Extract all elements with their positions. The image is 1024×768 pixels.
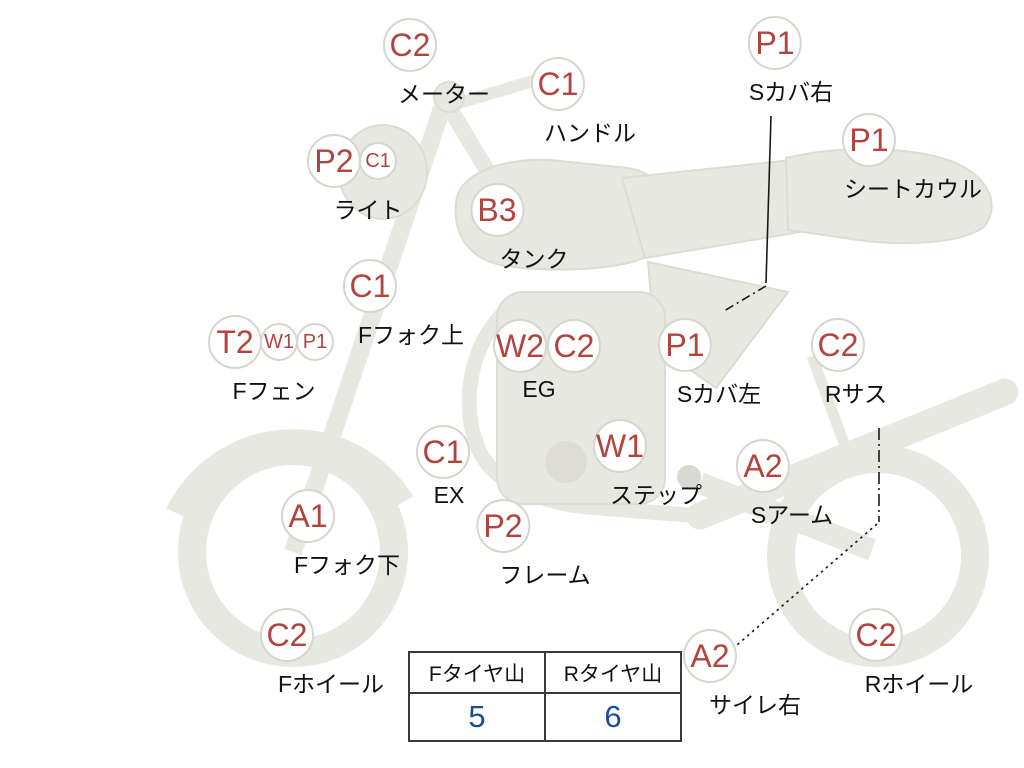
badge-row: P2 C1 xyxy=(307,134,397,188)
condition-code-badge: C2 xyxy=(811,318,865,372)
condition-code-badge: P1 xyxy=(748,16,802,70)
part-label: Sアーム xyxy=(750,502,834,528)
label-group-front-fender: T2 W1 P1 Fフェン xyxy=(208,315,334,406)
leader-silencer-dotted xyxy=(736,523,878,646)
label-group-meter: C2 メーター xyxy=(364,18,490,109)
part-label: フレーム xyxy=(499,562,591,588)
condition-code-badge: C2 xyxy=(260,608,314,662)
label-group-frame: P2 フレーム xyxy=(457,499,591,590)
badge-row: C2 xyxy=(383,18,437,72)
part-label: Rホイール xyxy=(864,671,974,697)
condition-code-badge: C2 xyxy=(547,319,601,373)
label-group-front-fork-upper: C1 Fフォク上 xyxy=(317,259,464,350)
badge-row: C2 xyxy=(849,608,903,662)
condition-code-badge: C2 xyxy=(383,18,437,72)
badge-row: C2 xyxy=(811,318,865,372)
badge-row: W2 C2 xyxy=(493,319,601,373)
condition-code-badge: C2 xyxy=(849,608,903,662)
label-group-front-wheel: C2 Fホイール xyxy=(234,608,384,699)
label-group-front-fork-lower: A1 Fフォク下 xyxy=(255,489,400,580)
part-label: ハンドル xyxy=(544,120,636,146)
label-group-headlight: P2 C1 ライト xyxy=(307,134,403,225)
leader-side-cover-right-dashdot xyxy=(723,285,767,312)
part-label: シートカウル xyxy=(844,176,982,202)
label-group-side-cover-right: P1 Sカバ右 xyxy=(733,16,833,107)
label-group-side-cover-left: P1 Sカバ左 xyxy=(643,318,761,409)
condition-code-badge: P2 xyxy=(307,134,361,188)
label-group-step: W1 ステップ xyxy=(574,419,702,510)
badge-row: A2 xyxy=(683,629,737,683)
step-peg-shape xyxy=(677,465,701,489)
condition-code-badge: W2 xyxy=(493,319,547,373)
condition-code-badge: A2 xyxy=(683,629,737,683)
badge-row: B3 xyxy=(470,183,524,237)
condition-code-badge: B3 xyxy=(470,183,524,237)
condition-code-badge: T2 xyxy=(208,315,262,369)
part-label: Fホイール xyxy=(277,671,385,697)
badge-row: P1 xyxy=(658,318,712,372)
part-label: タンク xyxy=(499,246,569,272)
muffler-shape xyxy=(686,378,1019,530)
condition-code-badge: P1 xyxy=(296,323,334,361)
part-label: メーター xyxy=(398,81,490,107)
condition-code-badge: P1 xyxy=(658,318,712,372)
badge-row: C1 xyxy=(416,425,470,479)
front-tire-tread-header: Fタイヤ山 xyxy=(408,651,546,694)
rear-tire-tread-value: 6 xyxy=(544,692,682,742)
leader-lines xyxy=(723,115,880,646)
badge-row: C1 xyxy=(531,57,585,111)
part-label: Rサス xyxy=(824,381,888,407)
part-label: EG xyxy=(522,376,556,402)
badge-row: P1 xyxy=(748,16,802,70)
label-group-exhaust: C1 EX xyxy=(416,425,470,509)
badge-row: P1 xyxy=(842,113,896,167)
badge-row: C1 xyxy=(343,259,397,313)
label-group-seat-cowl: P1 シートカウル xyxy=(800,113,982,204)
front-tire-tread-value: 5 xyxy=(408,692,546,742)
label-group-rear-suspension: C2 Rサス xyxy=(807,318,887,409)
part-label: EX xyxy=(433,482,465,508)
part-label: サイレ右 xyxy=(709,692,801,718)
front-fender-shape xyxy=(166,429,414,520)
badge-row: T2 W1 P1 xyxy=(208,315,334,369)
tire-tread-table: Fタイヤ山 Rタイヤ山 5 6 xyxy=(408,651,682,742)
part-label: Fフォク下 xyxy=(293,552,401,578)
condition-code-badge: C1 xyxy=(416,425,470,479)
part-label: ステップ xyxy=(610,482,702,508)
condition-code-badge: A2 xyxy=(736,439,790,493)
part-label: Sカバ右 xyxy=(748,79,834,105)
engine-cover-shape xyxy=(545,441,587,483)
rear-shock-shape xyxy=(806,354,856,462)
part-label: Sカバ左 xyxy=(676,381,762,407)
leader-side-cover-right-solid xyxy=(765,115,772,284)
part-label: Fフォク上 xyxy=(357,322,465,348)
condition-code-badge: A1 xyxy=(281,489,335,543)
condition-code-badge: P2 xyxy=(476,499,530,553)
part-label: ライト xyxy=(333,197,403,223)
meter-shape xyxy=(433,81,465,113)
tire-table-header-row: Fタイヤ山 Rタイヤ山 xyxy=(408,651,682,694)
condition-code-badge: C1 xyxy=(531,57,585,111)
label-group-rear-wheel: C2 Rホイール xyxy=(822,608,973,699)
badge-row: W1 xyxy=(593,419,647,473)
condition-code-badge: W1 xyxy=(593,419,647,473)
condition-code-badge: W1 xyxy=(260,323,298,361)
condition-code-badge: C1 xyxy=(343,259,397,313)
tire-table-value-row: 5 6 xyxy=(408,692,682,742)
badge-row: A1 xyxy=(281,489,335,543)
label-group-silencer-right: A2 サイレ右 xyxy=(664,629,801,720)
seat-shape xyxy=(620,158,802,260)
badge-row: P2 xyxy=(476,499,530,553)
badge-row: C2 xyxy=(260,608,314,662)
label-group-swing-arm: A2 Sアーム xyxy=(722,439,833,530)
label-group-engine: W2 C2 EG xyxy=(493,319,601,403)
part-label: Fフェン xyxy=(232,378,316,404)
label-group-handlebar: C1 ハンドル xyxy=(512,57,636,148)
condition-code-badge: P1 xyxy=(842,113,896,167)
condition-code-badge: C1 xyxy=(359,142,397,180)
rear-tire-tread-header: Rタイヤ山 xyxy=(544,651,682,694)
badge-row: A2 xyxy=(736,439,790,493)
label-group-tank: B3 タンク xyxy=(463,183,569,274)
